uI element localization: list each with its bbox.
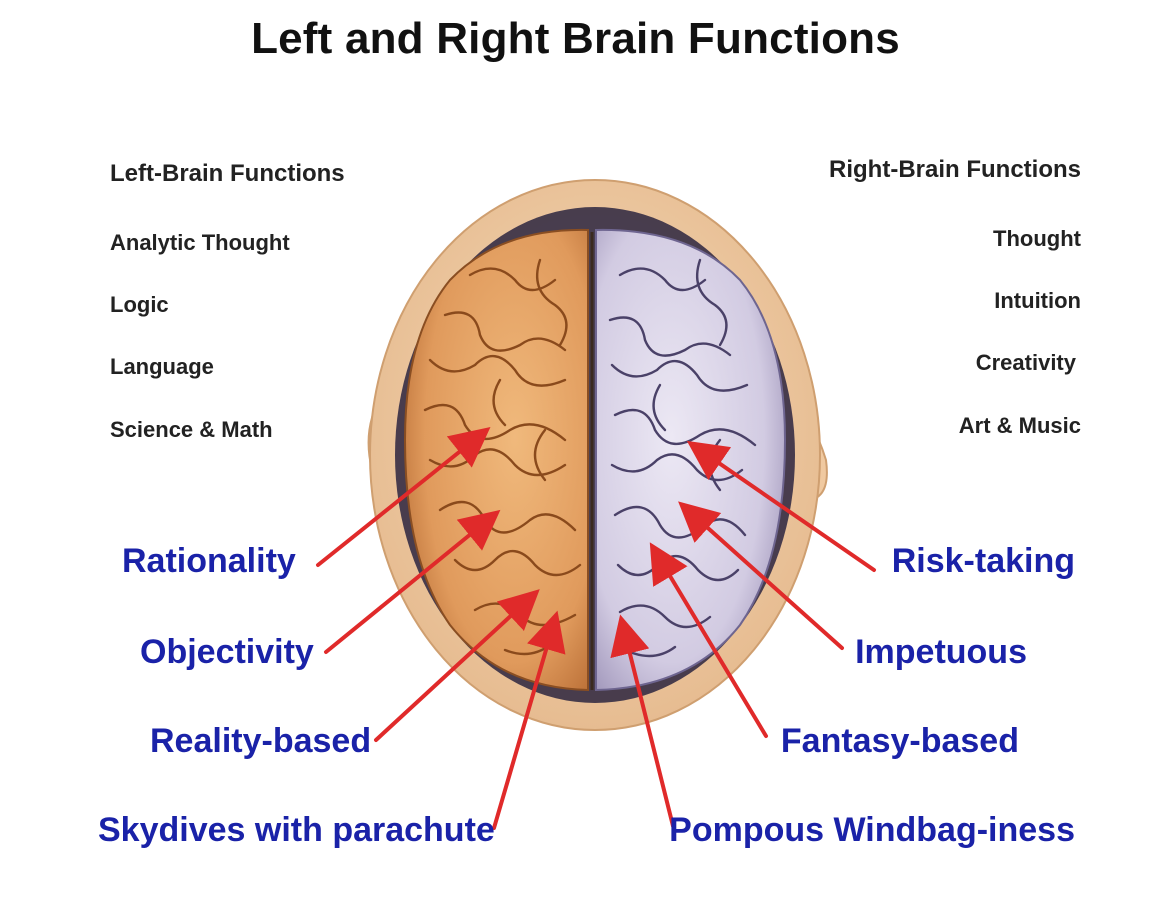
right-brain-heading: Right-Brain Functions	[829, 156, 1081, 183]
left-function-item: Analytic Thought	[110, 230, 290, 255]
arrow-reality-based	[374, 589, 540, 742]
left-trait-label: Objectivity	[140, 633, 314, 671]
arrow-rationality	[316, 427, 491, 567]
right-trait-label: Impetuous	[855, 633, 1027, 671]
left-trait-label: Reality-based	[150, 722, 372, 760]
left-brain-heading: Left-Brain Functions	[110, 160, 345, 187]
arrow-objectivity	[324, 509, 501, 654]
right-function-item: Intuition	[994, 288, 1081, 313]
right-function-item: Art & Music	[958, 413, 1081, 438]
right-function-item: Thought	[993, 226, 1081, 251]
left-function-item: Language	[110, 354, 214, 379]
right-gyri	[608, 258, 757, 658]
right-trait-label: Risk-taking	[891, 542, 1075, 580]
right-function-item: Creativity	[975, 350, 1076, 375]
arrow-risk-taking	[686, 440, 876, 572]
arrow-pompous	[610, 614, 675, 828]
arrow-fantasy-based	[649, 542, 768, 738]
left-function-item: Logic	[110, 292, 169, 317]
left-trait-label: Skydives with parachute	[98, 811, 495, 849]
page-title: Left and Right Brain Functions	[251, 14, 900, 63]
right-trait-label: Pompous Windbag-iness	[669, 811, 1075, 849]
left-function-item: Science & Math	[110, 417, 273, 442]
arrow-skydives	[492, 610, 566, 830]
brain	[403, 228, 787, 692]
pointer-arrows	[316, 427, 876, 830]
left-hemisphere	[403, 228, 589, 692]
right-trait-label: Fantasy-based	[780, 722, 1019, 760]
left-trait-label: Rationality	[122, 542, 296, 580]
arrow-impetuous	[678, 501, 844, 650]
